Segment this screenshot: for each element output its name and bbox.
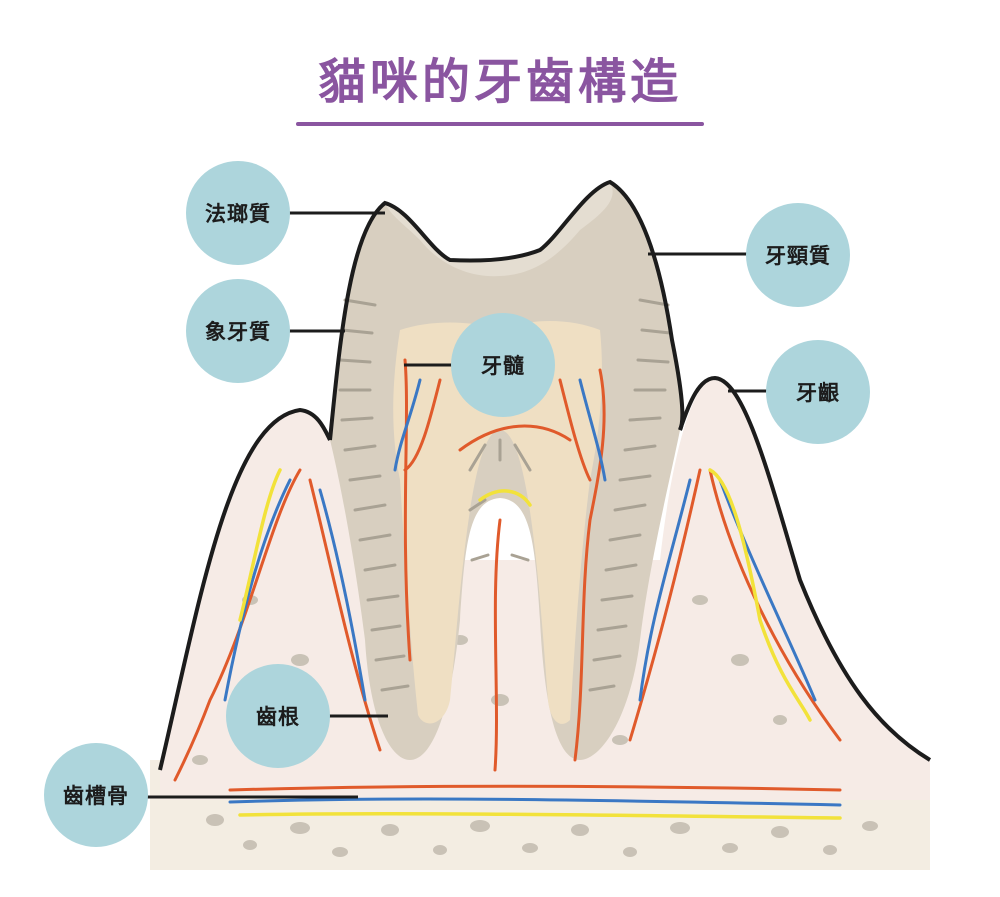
page-title: 貓咪的牙齒構造 <box>317 54 682 110</box>
label-pulp: 牙髓 <box>451 313 555 417</box>
title-underline <box>296 122 704 126</box>
nerve-network <box>173 358 842 792</box>
gum-outline-right <box>678 375 932 762</box>
label-cementum: 牙頸質 <box>746 203 850 307</box>
gum-outline <box>158 407 332 771</box>
label-dentin: 象牙質 <box>186 279 290 383</box>
label-root: 齒根 <box>226 664 330 768</box>
leader-lines <box>146 211 768 799</box>
dentin-hatching <box>338 298 672 692</box>
tooth-outline <box>328 179 685 441</box>
bone-speckles <box>192 595 878 857</box>
label-enamel: 法瑯質 <box>186 161 290 265</box>
label-alveolar-bone: 齒槽骨 <box>44 743 148 847</box>
label-gum: 牙齦 <box>766 340 870 444</box>
lymph-network <box>238 468 842 820</box>
enamel-layer <box>385 182 613 277</box>
vessel-network <box>223 378 842 807</box>
pulp-chamber <box>393 321 602 724</box>
